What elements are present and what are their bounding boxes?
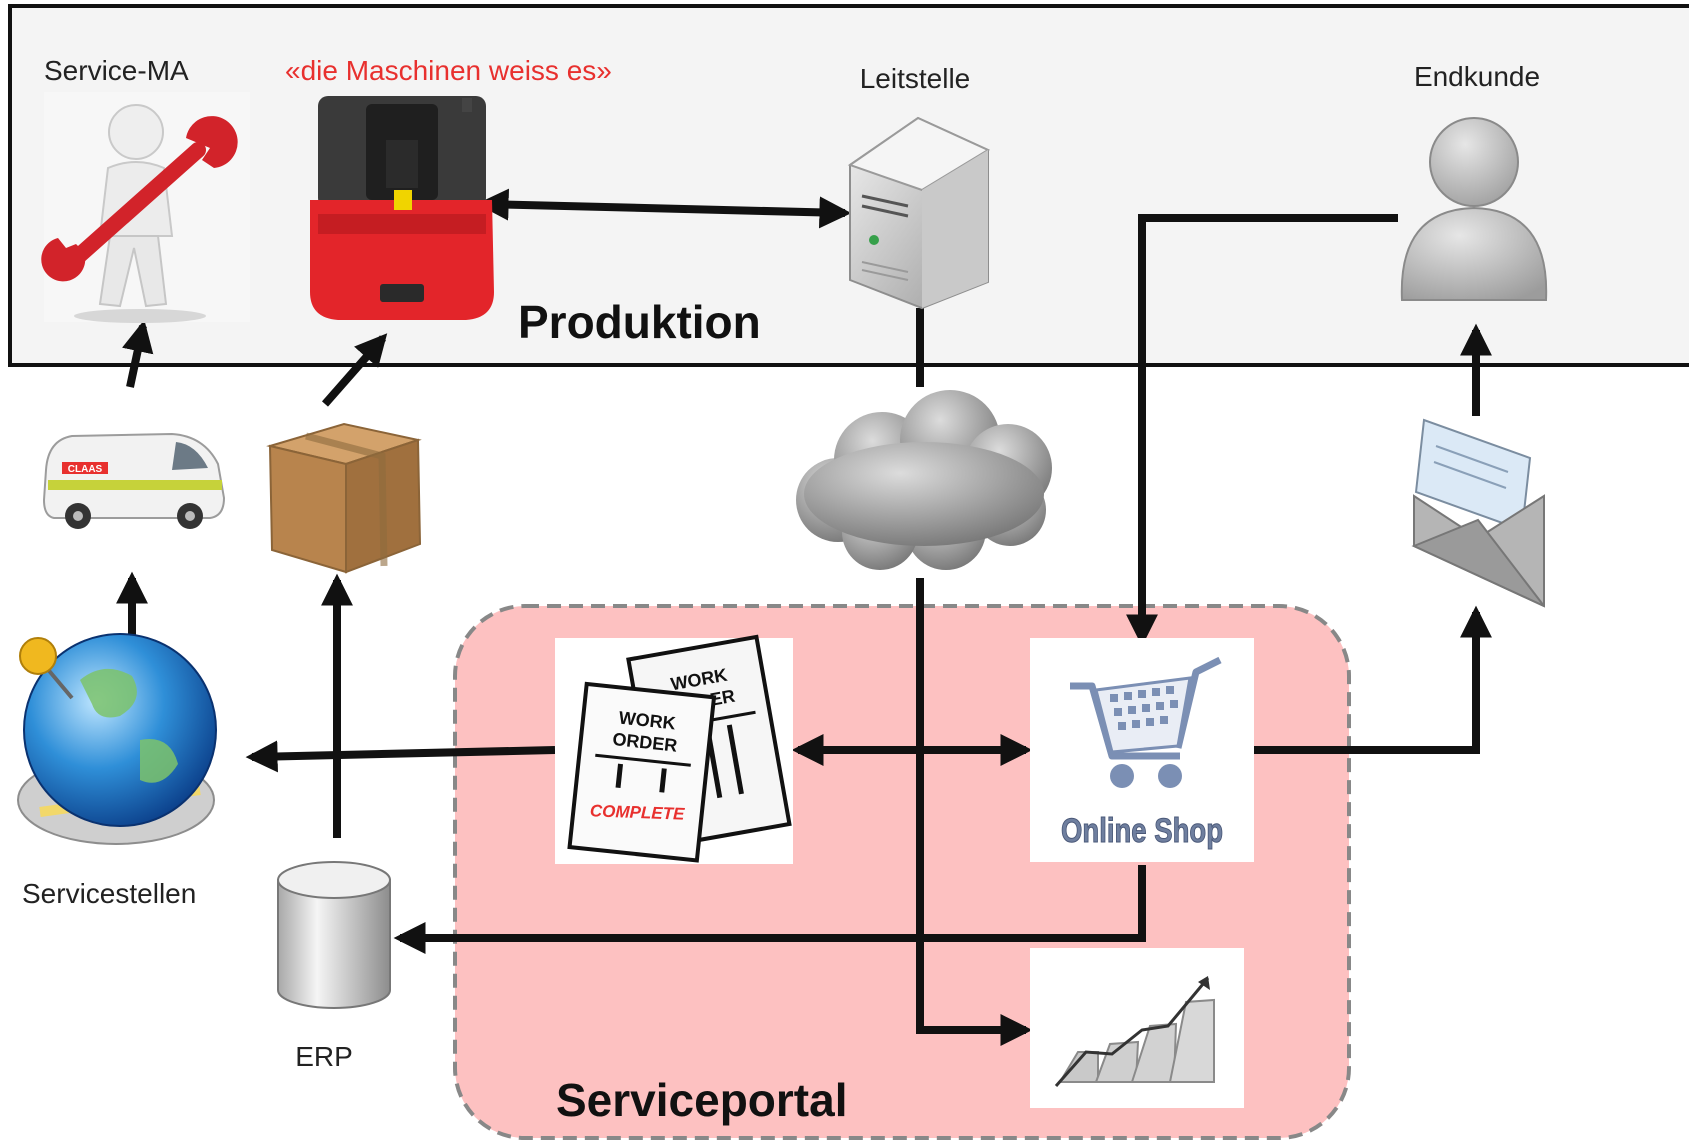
connections: [116, 188, 1492, 1046]
globe-map-icon: [17, 633, 217, 845]
endkunde-label: Endkunde: [1414, 61, 1540, 92]
arrow-machine-leitstelle: [476, 188, 852, 229]
arrow-workorder-to-servicestellen: [245, 740, 556, 773]
work-order-front-sheet: WORK ORDER COMPLETE: [567, 681, 717, 863]
leitstelle-label: Leitstelle: [860, 63, 971, 94]
arrow-package-to-machine: [321, 333, 388, 407]
package-icon: [266, 422, 422, 574]
server-icon: [847, 116, 991, 310]
machine-icon: [310, 96, 494, 320]
work-order-stamp: COMPLETE: [590, 801, 686, 823]
service-ma-label: Service-MA: [44, 55, 189, 86]
shopping-cart-icon: [1070, 656, 1222, 788]
work-order-tile: WORK ORDER WORK ORDER COMPLETE: [555, 634, 793, 864]
envelope-icon: [1411, 418, 1545, 608]
online-shop-tile[interactable]: Online Shop: [1030, 638, 1254, 862]
servicestellen-label: Servicestellen: [22, 878, 196, 909]
analytics-chart-tile: [1030, 948, 1244, 1108]
arrow-van-to-service-ma: [122, 319, 154, 388]
arrow-shop-to-letter: [1254, 605, 1492, 754]
van-brand-text: CLAAS: [68, 464, 103, 475]
erp-label: ERP: [295, 1041, 353, 1072]
customer-icon: [1400, 117, 1548, 301]
arrow-cloud-to-analytics: [916, 578, 1033, 1046]
growth-chart-icon: [1054, 976, 1215, 1087]
produktion-title: Produktion: [518, 296, 761, 348]
machine-caption: «die Maschinen weiss es»: [285, 55, 612, 86]
service-technician-icon: [41, 92, 250, 323]
arrow-endkunde-to-shop: [1126, 214, 1398, 647]
erp-database-icon: [277, 861, 391, 1009]
cloud-icon: [796, 390, 1052, 570]
van-icon: CLAAS: [42, 432, 226, 529]
arrow-shop-to-erp: [393, 865, 1146, 954]
online-shop-label: Online Shop: [1061, 812, 1223, 850]
serviceportal-title: Serviceportal: [556, 1074, 847, 1126]
